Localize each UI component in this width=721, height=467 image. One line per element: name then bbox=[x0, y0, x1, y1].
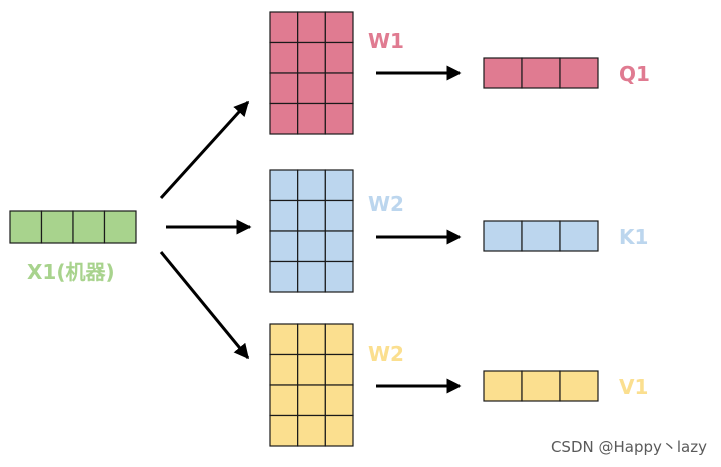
grid-cell bbox=[269, 353, 299, 386]
grid-cell bbox=[297, 353, 326, 386]
grid-cell bbox=[324, 72, 354, 105]
grid-cell bbox=[297, 169, 326, 202]
grid-cell bbox=[297, 230, 326, 263]
grid-cell bbox=[297, 323, 326, 356]
arrow-x1-to-w2-v bbox=[159, 251, 250, 360]
grid-cell bbox=[324, 11, 354, 44]
grid-cell bbox=[297, 199, 326, 232]
grid-cell bbox=[483, 370, 523, 402]
grid-cell bbox=[324, 323, 354, 356]
grid-cell bbox=[269, 230, 299, 263]
output-label-q1: Q1 bbox=[619, 62, 650, 86]
grid-cell bbox=[297, 102, 326, 135]
grid-cell bbox=[521, 370, 561, 402]
grid-cell bbox=[521, 220, 561, 252]
watermark: CSDN @Happy丶lazy bbox=[550, 438, 707, 456]
arrow-x1-to-w1 bbox=[159, 100, 250, 200]
output-label-v1: V1 bbox=[619, 375, 649, 399]
grid-cell bbox=[483, 220, 523, 252]
grids bbox=[9, 11, 599, 447]
output-vector-q1 bbox=[483, 57, 599, 89]
grid-cell bbox=[269, 260, 299, 293]
grid-cell bbox=[297, 260, 326, 293]
grid-cell bbox=[72, 210, 106, 244]
grid-cell bbox=[324, 414, 354, 447]
grid-cell bbox=[324, 260, 354, 293]
grid-cell bbox=[269, 11, 299, 44]
grid-cell bbox=[324, 384, 354, 417]
grid-cell bbox=[559, 220, 599, 252]
grid-cell bbox=[269, 414, 299, 447]
grid-cell bbox=[297, 414, 326, 447]
grid-cell bbox=[559, 57, 599, 89]
grid-cell bbox=[269, 199, 299, 232]
weight-matrix-w2-k bbox=[269, 169, 354, 293]
grid-cell bbox=[297, 72, 326, 105]
grid-cell bbox=[324, 230, 354, 263]
grid-cell bbox=[269, 72, 299, 105]
grid-cell bbox=[559, 370, 599, 402]
grid-cell bbox=[269, 102, 299, 135]
input-vector-x1 bbox=[9, 210, 137, 244]
grid-cell bbox=[9, 210, 43, 244]
grid-cell bbox=[103, 210, 137, 244]
grid-cell bbox=[324, 41, 354, 74]
arrows bbox=[159, 65, 462, 394]
grid-cell bbox=[521, 57, 561, 89]
grid-cell bbox=[324, 353, 354, 386]
output-vector-k1 bbox=[483, 220, 599, 252]
weight-matrix-w2-v bbox=[269, 323, 354, 447]
grid-cell bbox=[297, 41, 326, 74]
grid-cell bbox=[269, 384, 299, 417]
weight-matrix-w1 bbox=[269, 11, 354, 135]
output-label-k1: K1 bbox=[619, 225, 649, 249]
grid-cell bbox=[297, 384, 326, 417]
input-label: X1(机器) bbox=[27, 260, 115, 284]
grid-cell bbox=[483, 57, 523, 89]
weight-label-w2-v: W2 bbox=[368, 342, 404, 366]
grid-cell bbox=[324, 169, 354, 202]
grid-cell bbox=[297, 11, 326, 44]
output-vector-v1 bbox=[483, 370, 599, 402]
grid-cell bbox=[269, 323, 299, 356]
grid-cell bbox=[324, 199, 354, 232]
grid-cell bbox=[324, 102, 354, 135]
grid-cell bbox=[269, 169, 299, 202]
weight-label-w1: W1 bbox=[368, 29, 404, 53]
grid-cell bbox=[40, 210, 74, 244]
grid-cell bbox=[269, 41, 299, 74]
weight-label-w2-k: W2 bbox=[368, 192, 404, 216]
